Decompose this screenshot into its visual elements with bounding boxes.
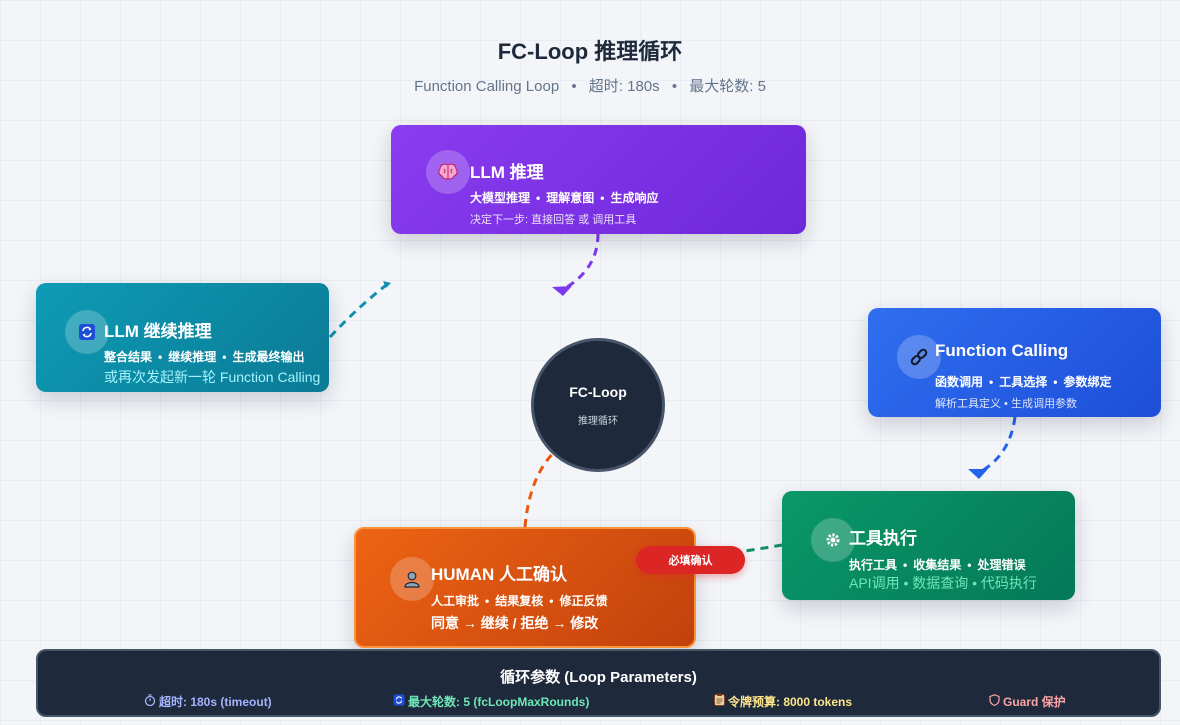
node-title: HUMAN 人工确认	[431, 565, 567, 584]
node-function-calling[interactable]: Function Calling 函数调用 • 工具选择 • 参数绑定 解析工具定义 •…	[868, 308, 1161, 417]
node-title: LLM 推理	[470, 163, 544, 182]
node-item: 整合结果	[104, 350, 153, 364]
gear-icon	[811, 518, 855, 562]
param-timeout: 超时: 180s (timeout)	[144, 693, 272, 710]
item-separator: •	[536, 191, 541, 205]
node-item: 结果复核	[495, 594, 544, 608]
required-confirm-badge: 必填确认	[636, 546, 745, 574]
arrow-tool-to-human	[744, 543, 783, 553]
param-label: Guard 保护	[1003, 695, 1066, 709]
param-max-rounds: 最大轮数: 5 (fcLoopMaxRounds)	[393, 693, 589, 710]
params-title: 循环参数 (Loop Parameters)	[500, 669, 697, 686]
node-items: 大模型推理 • 理解意图 • 生成响应	[470, 189, 658, 206]
node-note: 决定下一步: 直接回答 或 调用工具	[470, 214, 637, 226]
node-items: 整合结果 • 继续推理 • 生成最终输出	[104, 348, 304, 365]
arrowhead-llm	[552, 286, 572, 296]
param-label: 最大轮数: 5 (fcLoopMaxRounds)	[408, 695, 590, 709]
arrowhead-llm-continue	[383, 281, 391, 288]
loop-parameters-panel: 循环参数 (Loop Parameters) 超时: 180s (timeout…	[36, 649, 1161, 717]
item-separator: •	[600, 191, 605, 205]
item-separator: •	[158, 350, 163, 364]
node-items: 函数调用 • 工具选择 • 参数绑定	[935, 373, 1111, 390]
item-separator: •	[1053, 375, 1058, 389]
item-separator: •	[485, 594, 490, 608]
node-item: 大模型推理	[470, 191, 531, 205]
arrow-fc-to-tool	[979, 416, 1017, 474]
subtitle-loop-name: Function Calling Loop	[414, 78, 560, 95]
param-label: 超时: 180s (timeout)	[159, 695, 272, 709]
clipboard-icon	[714, 693, 725, 709]
person-icon	[390, 557, 434, 601]
center-title: FC-Loop	[569, 384, 627, 400]
node-llm-reasoning[interactable]: LLM 推理 大模型推理 • 理解意图 • 生成响应 决定下一步: 直接回答 或 调用工…	[391, 125, 806, 234]
node-tool-execution[interactable]: 工具执行 执行工具 • 收集结果 • 处理错误 API调用 • 数据查询 • 代码执行	[782, 491, 1075, 600]
node-note: 或再次发起新一轮 Function Calling	[104, 369, 321, 385]
param-label: 令牌预算: 8000 tokens	[728, 695, 853, 709]
item-separator: •	[222, 350, 227, 364]
item-separator: •	[967, 558, 972, 572]
node-item: 生成响应	[610, 191, 659, 205]
node-human-confirm[interactable]: HUMAN 人工确认 人工审批 • 结果复核 • 修正反馈 同意 → 继续 / 拒绝 →…	[354, 527, 696, 648]
node-items: 人工审批 • 结果复核 • 修正反馈	[431, 592, 607, 609]
refresh-icon	[393, 694, 405, 709]
node-item: 修正反馈	[559, 594, 608, 608]
center-subtitle: 推理循环	[578, 416, 618, 427]
item-separator: •	[903, 558, 908, 572]
node-item: 处理错误	[977, 558, 1026, 572]
node-title: Function Calling	[935, 341, 1069, 360]
center-hub: FC-Loop 推理循环	[531, 338, 665, 472]
node-item: 参数绑定	[1063, 375, 1112, 389]
subtitle-separator: •	[571, 78, 577, 95]
arrow-llm-to-center	[561, 233, 600, 292]
item-separator: •	[549, 594, 554, 608]
subtitle-timeout: 超时: 180s	[588, 78, 660, 95]
node-title: LLM 继续推理	[104, 322, 212, 341]
arrow-llm-continue	[328, 281, 390, 339]
node-item: 执行工具	[849, 558, 898, 572]
node-item: 收集结果	[913, 558, 962, 572]
param-guard: Guard 保护	[989, 693, 1066, 710]
shield-icon	[989, 694, 1000, 709]
subtitle-max-rounds: 最大轮数: 5	[689, 78, 766, 95]
refresh-icon	[65, 310, 109, 354]
node-llm-continue[interactable]: LLM 继续推理 整合结果 • 继续推理 • 生成最终输出 或再次发起新一轮 Funct…	[36, 283, 329, 392]
subtitle-separator: •	[671, 78, 678, 95]
node-title: 工具执行	[849, 529, 917, 548]
node-item: 生成最终输出	[232, 350, 305, 364]
node-item: 人工审批	[431, 594, 480, 608]
node-note: 解析工具定义 • 生成调用参数	[935, 398, 1077, 410]
stopwatch-icon	[144, 694, 156, 709]
node-item: 理解意图	[546, 191, 595, 205]
node-item: 工具选择	[999, 375, 1048, 389]
node-items: 执行工具 • 收集结果 • 处理错误	[849, 556, 1025, 573]
link-icon	[897, 335, 941, 379]
arrowhead-fc	[968, 469, 988, 479]
brain-icon	[426, 150, 470, 194]
param-token-budget: 令牌预算: 8000 tokens	[714, 693, 852, 710]
diagram-subtitle: Function Calling Loop • 超时: 180s • 最大轮数:…	[0, 75, 1180, 96]
item-separator: •	[989, 375, 994, 389]
node-item: 继续推理	[168, 350, 217, 364]
node-item: 函数调用	[935, 375, 984, 389]
node-note: API调用 • 数据查询 • 代码执行	[849, 575, 1037, 591]
node-note: 同意 → 继续 / 拒绝 → 修改	[431, 615, 599, 631]
diagram-title: FC-Loop 推理循环	[497, 39, 683, 64]
